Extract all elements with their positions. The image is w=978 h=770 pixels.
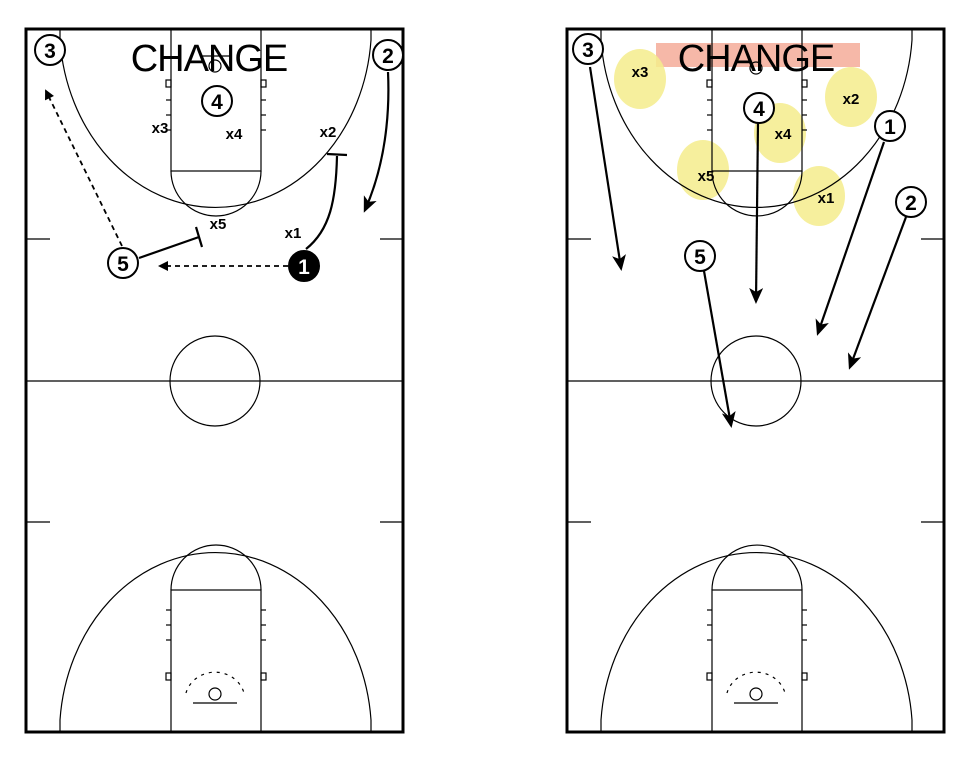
- cut-arrow: [363, 71, 390, 213]
- court-left: CHANGE x3 x4 x2 x5 x1 3 2 4 5: [24, 27, 405, 734]
- restricted-arc-bottom: [185, 671, 245, 694]
- three-point-arc-bottom: [59, 552, 372, 732]
- screen-line: [305, 152, 348, 250]
- defender-label: x5: [210, 216, 227, 233]
- cut-arrow: [847, 216, 908, 370]
- defender-label: x4: [775, 126, 792, 143]
- defender-label: x1: [818, 190, 835, 207]
- player-marker: 2: [372, 39, 404, 71]
- cut-arrow: [588, 66, 626, 271]
- defender-zone: [793, 166, 845, 226]
- svg-text:2: 2: [905, 192, 917, 215]
- center-circle: [710, 335, 802, 427]
- basket-bottom: [208, 687, 222, 701]
- pass-arrow: [45, 89, 123, 247]
- player-marker: 4: [201, 85, 233, 117]
- svg-text:4: 4: [211, 91, 223, 114]
- ball-handler-marker: 1: [288, 250, 320, 282]
- defender-zone: [825, 67, 877, 127]
- player-marker: 3: [34, 34, 66, 66]
- svg-text:4: 4: [753, 98, 765, 121]
- three-point-arc-top: [59, 29, 372, 208]
- svg-text:5: 5: [694, 246, 706, 269]
- court-right: CHANGE x3 x2 x4 x5 x1 3 4 1 2: [565, 27, 946, 734]
- center-circle: [169, 335, 261, 427]
- basket-bottom: [749, 687, 763, 701]
- key-bottom: [711, 589, 803, 733]
- svg-text:1: 1: [298, 256, 310, 279]
- player-marker: 4: [743, 92, 775, 124]
- defender-label: x2: [320, 124, 337, 141]
- lane-marks-top: [165, 79, 267, 131]
- player-marker: 2: [895, 186, 927, 218]
- defender-label: x5: [698, 168, 715, 185]
- basket-top: [208, 59, 222, 73]
- svg-text:3: 3: [582, 39, 594, 62]
- defender-zone: [677, 140, 729, 200]
- restricted-arc-bottom: [726, 671, 786, 694]
- title-highlight: [656, 43, 860, 67]
- svg-text:5: 5: [117, 253, 129, 276]
- defender-zone: [614, 49, 666, 109]
- defender-label: x2: [843, 91, 860, 108]
- lane-marks-top: [706, 79, 808, 131]
- svg-text:1: 1: [884, 116, 896, 139]
- player-marker: 1: [874, 110, 906, 142]
- svg-text:3: 3: [44, 40, 56, 63]
- cut-arrow: [815, 141, 886, 336]
- defender-label: x3: [152, 120, 169, 137]
- defender-label: x4: [226, 126, 243, 143]
- free-throw-circle-bottom: [170, 544, 262, 591]
- free-throw-circle-bottom: [711, 544, 803, 591]
- basket-top: [749, 61, 763, 75]
- player-marker: 3: [572, 33, 604, 65]
- free-throw-circle-top: [170, 170, 262, 217]
- play-title: CHANGE: [678, 38, 835, 80]
- screen-line: [138, 226, 204, 260]
- defender-label: x1: [285, 225, 302, 242]
- lane-marks-bottom: [706, 609, 808, 681]
- player-marker: 5: [107, 247, 139, 279]
- player-marker: 5: [684, 240, 716, 272]
- play-title: CHANGE: [131, 38, 288, 80]
- svg-text:2: 2: [382, 45, 394, 68]
- cut-arrow: [749, 121, 764, 304]
- cut-arrow: [702, 270, 736, 428]
- three-point-arc-bottom: [600, 552, 913, 732]
- key-bottom: [170, 589, 262, 733]
- lane-marks-bottom: [165, 609, 267, 681]
- defender-label: x3: [632, 64, 649, 81]
